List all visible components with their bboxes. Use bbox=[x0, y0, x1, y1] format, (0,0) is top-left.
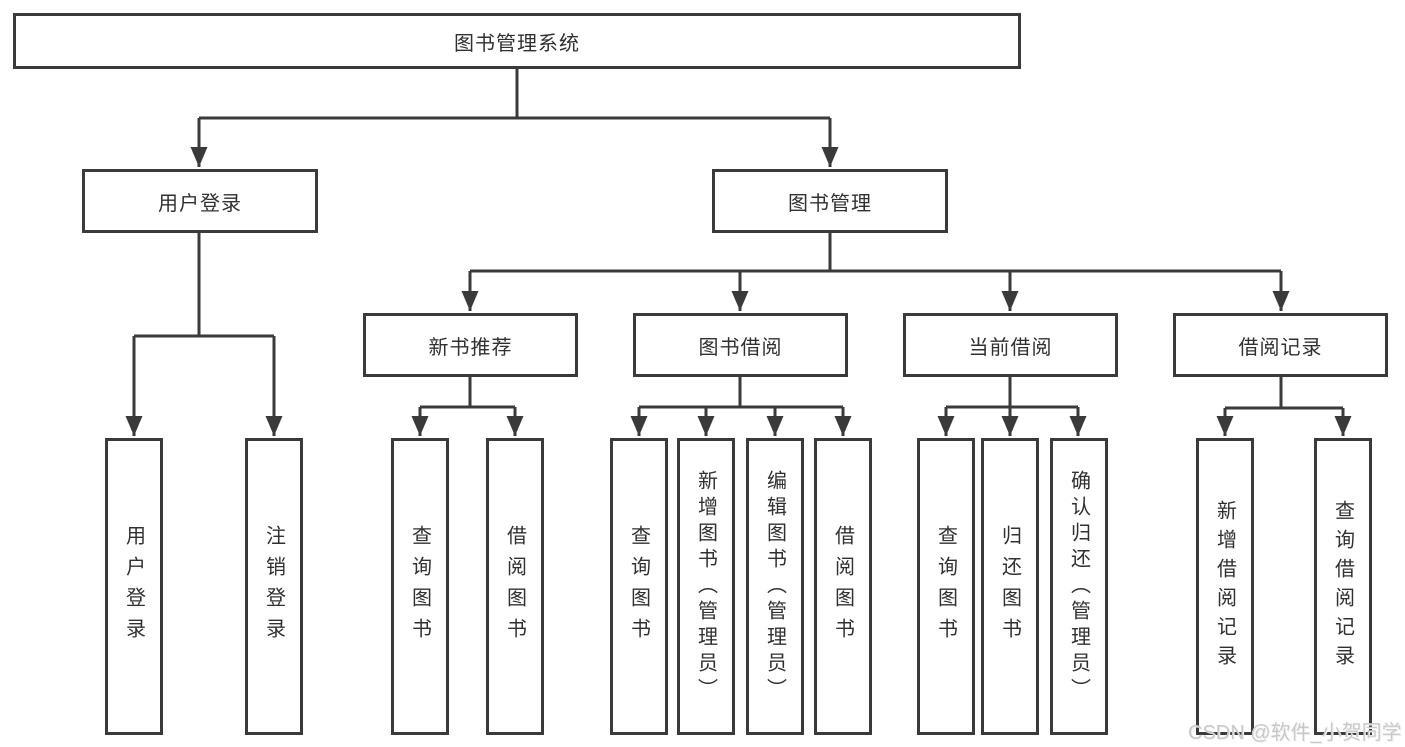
leaf-return-books: 归还图书 bbox=[981, 438, 1039, 735]
leaf-query-books-current: 查询图书 bbox=[917, 438, 975, 735]
leaf-edit-books-admin: 编辑图书（管理员） bbox=[746, 438, 804, 735]
node-new-book-recommendation: 新书推荐 bbox=[363, 313, 578, 377]
node-book-borrowing: 图书借阅 bbox=[633, 313, 848, 377]
node-borrowing-records: 借阅记录 bbox=[1173, 313, 1388, 377]
leaf-borrow-books-borrowing: 借阅图书 bbox=[814, 438, 872, 735]
node-book-management: 图书管理 bbox=[712, 169, 948, 233]
leaf-user-login: 用户登录 bbox=[105, 438, 163, 735]
leaf-confirm-return-admin: 确认归还（管理员） bbox=[1050, 438, 1108, 735]
leaf-query-borrow-record: 查询借阅记录 bbox=[1314, 438, 1372, 735]
leaf-query-books-borrowing: 查询图书 bbox=[610, 438, 668, 735]
leaf-logout: 注销登录 bbox=[245, 438, 303, 735]
node-current-borrowing: 当前借阅 bbox=[903, 313, 1118, 377]
csdn-watermark: CSDN @软件_小贺同学 bbox=[1188, 722, 1402, 744]
leaf-query-books-recommendation: 查询图书 bbox=[391, 438, 449, 735]
leaf-borrow-books-recommendation: 借阅图书 bbox=[486, 438, 544, 735]
node-library-management-system: 图书管理系统 bbox=[13, 13, 1021, 69]
leaf-add-borrow-record: 新增借阅记录 bbox=[1196, 438, 1254, 735]
leaf-add-books-admin: 新增图书（管理员） bbox=[677, 438, 735, 735]
node-user-login: 用户登录 bbox=[82, 169, 318, 233]
